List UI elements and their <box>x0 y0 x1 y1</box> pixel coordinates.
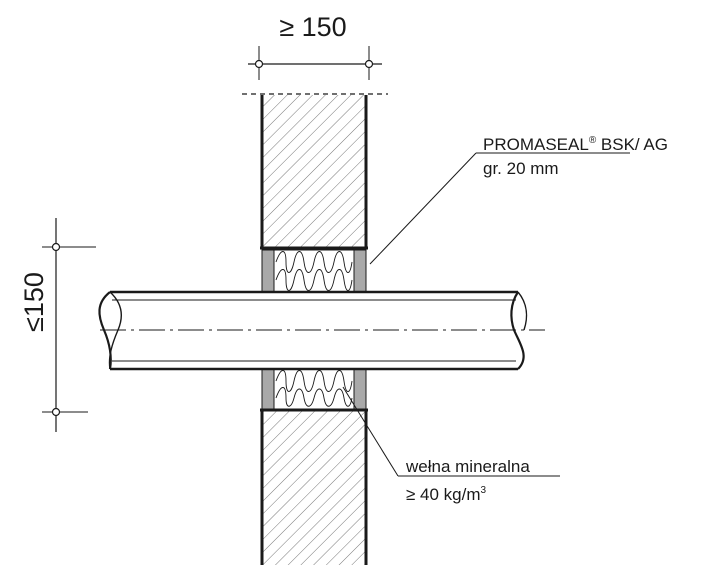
pipe <box>98 290 545 371</box>
wall-thickness-label: ≥ 150 <box>279 12 346 42</box>
sealant-strip-left-lower <box>261 368 275 410</box>
insulation-material-label: wełna mineralna <box>405 457 530 476</box>
sealant-thickness-label: gr. 20 mm <box>483 159 559 178</box>
wall-upper-section <box>260 95 368 250</box>
insulation-callout: wełna mineralna ≥ 40 kg/m3 <box>342 386 560 504</box>
lower-seal-assembly <box>261 368 367 410</box>
sealant-strip-right-lower <box>353 368 367 410</box>
wall-thickness-dimension: ≥ 150 <box>248 12 382 80</box>
sealant-strip-left-upper <box>261 249 275 293</box>
pipe-spacing-dimension: ≤150 <box>19 218 96 432</box>
upper-seal-assembly <box>261 249 367 293</box>
wall-lower-section <box>260 408 368 565</box>
pipe-spacing-label: ≤150 <box>19 272 49 332</box>
sealant-strip-right-upper <box>353 249 367 293</box>
sealant-callout: PROMASEAL® BSK/ AG gr. 20 mm <box>369 135 668 265</box>
insulation-density-label: ≥ 40 kg/m3 <box>406 485 487 504</box>
sealant-name-label: PROMASEAL® BSK/ AG <box>483 135 668 154</box>
